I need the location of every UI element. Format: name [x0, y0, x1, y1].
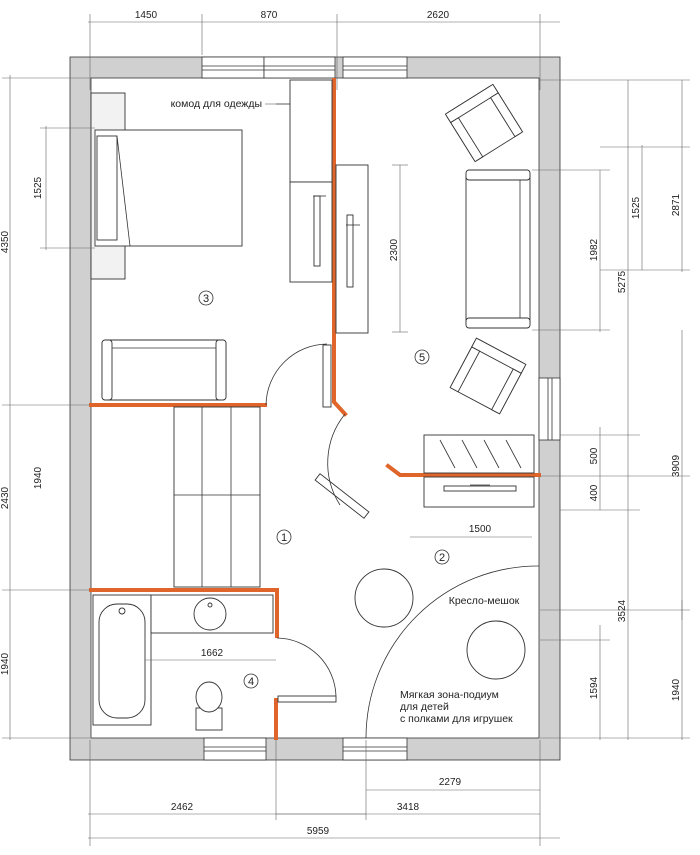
wardrobe — [173, 406, 261, 588]
shelf-unit — [423, 434, 535, 474]
doors — [265, 343, 370, 703]
dim-interior-2300: 2300 — [389, 238, 400, 261]
beanbag — [466, 620, 526, 680]
kids-furniture — [354, 476, 540, 739]
tv-stand-living — [335, 164, 369, 334]
svg-text:4: 4 — [248, 676, 254, 688]
living-furniture — [335, 83, 535, 474]
dim-bottom-5959: 5959 — [307, 826, 330, 837]
dim-right-500: 500 — [589, 447, 600, 464]
room-number-3: 3 — [198, 290, 214, 306]
room-number-5: 5 — [414, 349, 430, 365]
dim-right-400: 400 — [589, 484, 600, 501]
annotations: комод для одежды Кресло-мешок Мягкая зон… — [171, 98, 520, 725]
sofa-bedroom — [101, 339, 227, 401]
dim-left-1940-bottom: 1940 — [0, 652, 11, 675]
dim-left-4350: 4350 — [0, 230, 11, 253]
room-number-4: 4 — [243, 673, 259, 689]
round-table — [354, 568, 414, 628]
window-top-middle — [263, 56, 336, 79]
bathtub — [92, 594, 152, 726]
partitions — [89, 78, 541, 740]
podium-label-line2: для детей — [400, 701, 449, 713]
podium-zone — [365, 565, 540, 739]
room-number-1: 1 — [276, 529, 292, 545]
dresser-label: комод для одежды — [171, 98, 262, 110]
podium-label-line3: с полками для игрушек — [400, 713, 513, 725]
bed — [90, 92, 243, 280]
door-room-5 — [314, 413, 370, 519]
dim-bottom-2462: 2462 — [171, 802, 194, 813]
sofa-living — [465, 169, 531, 329]
window-top-right — [342, 56, 408, 79]
dim-bottom-2279: 2279 — [439, 777, 462, 788]
sink — [150, 594, 274, 634]
window-top-left — [201, 56, 265, 79]
armchair-bottom — [449, 337, 527, 415]
dimension-labels: 1450 870 2620 4350 1525 1940 2430 1940 2… — [0, 10, 682, 837]
bathroom-fixtures — [92, 594, 274, 731]
dimension-lines — [2, 14, 690, 846]
dim-right-1525: 1525 — [631, 196, 642, 219]
windows — [201, 56, 561, 761]
dim-top-1450: 1450 — [135, 10, 158, 21]
dim-bottom-3418: 3418 — [397, 802, 420, 813]
dim-right-2871: 2871 — [671, 193, 682, 216]
dim-right-3524: 3524 — [617, 599, 628, 622]
tv-stand-kids — [423, 476, 535, 508]
dim-interior-1500: 1500 — [469, 524, 492, 535]
window-bottom-right — [342, 737, 408, 761]
window-bottom-left — [203, 737, 267, 761]
dim-top-870: 870 — [261, 10, 278, 21]
svg-text:1: 1 — [281, 532, 287, 544]
dim-top-2620: 2620 — [427, 10, 450, 21]
svg-text:5: 5 — [419, 352, 425, 364]
dim-right-1940: 1940 — [671, 678, 682, 701]
bedroom-furniture — [90, 79, 333, 401]
dim-right-3909: 3909 — [671, 454, 682, 477]
svg-text:3: 3 — [203, 293, 209, 305]
dim-left-2430: 2430 — [0, 486, 11, 509]
desk — [289, 181, 333, 283]
dim-interior-1662: 1662 — [201, 648, 224, 659]
door-room-4 — [276, 637, 337, 703]
window-right — [538, 377, 561, 441]
toilet — [195, 681, 223, 731]
svg-text:2: 2 — [439, 552, 445, 564]
dim-left-1940-top: 1940 — [33, 466, 44, 489]
dresser — [276, 79, 333, 183]
armchair-top — [444, 83, 524, 163]
room-numbers: 1 2 3 4 5 — [198, 290, 450, 689]
dim-right-1982: 1982 — [589, 238, 600, 261]
dim-right-1594: 1594 — [589, 676, 600, 699]
door-room-3 — [265, 343, 332, 408]
dim-right-5275: 5275 — [617, 270, 628, 293]
dim-left-1525: 1525 — [33, 176, 44, 199]
podium-label-line1: Мягкая зона-подиум — [400, 689, 499, 701]
beanbag-label: Кресло-мешок — [449, 595, 520, 607]
room-number-2: 2 — [434, 549, 450, 565]
